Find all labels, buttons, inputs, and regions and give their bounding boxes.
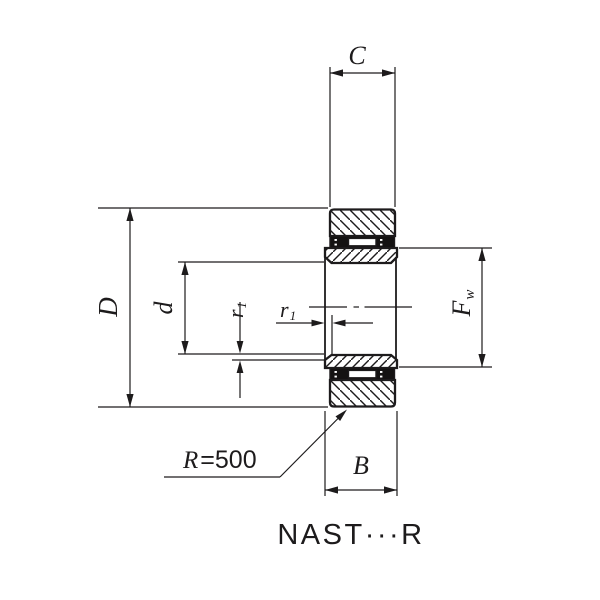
dim-label-c: C	[348, 41, 366, 70]
dimension-d-bore: d	[149, 261, 324, 355]
dimension-d-outer: D	[93, 207, 328, 408]
leader-arrowhead	[335, 409, 347, 421]
roller-cage-band-bottom	[329, 367, 396, 381]
roller-cage-band-top	[329, 235, 396, 249]
outer-ring-bottom-section	[328, 378, 397, 408]
inner-ring-bottom-section	[323, 353, 399, 370]
dimension-c: C	[329, 41, 396, 207]
dim-label-r1-left: r1	[223, 302, 249, 318]
dimension-r1-right: r1	[276, 297, 373, 354]
dimension-fw: Fw	[399, 247, 492, 368]
dim-label-r1-right: r1	[280, 297, 296, 323]
dimension-b: B	[324, 411, 398, 496]
dimension-r1-left: r1	[223, 302, 324, 398]
inner-ring-top-section	[323, 246, 399, 265]
part-number-label: NAST···R	[277, 519, 424, 551]
dim-label-b: B	[353, 451, 369, 480]
dim-label-bore-diameter: d	[149, 301, 178, 315]
cage-pocket-top	[347, 237, 377, 247]
bearing-cross-section	[309, 208, 412, 408]
cage-pocket-bottom	[347, 369, 377, 379]
dim-label-outer-diameter: D	[93, 297, 123, 318]
outer-ring-top-section	[328, 208, 397, 238]
crowning-radius-leader: R=500	[164, 409, 347, 478]
dim-label-fw: Fw	[447, 290, 478, 318]
crowning-radius-label: R=500	[182, 446, 257, 474]
